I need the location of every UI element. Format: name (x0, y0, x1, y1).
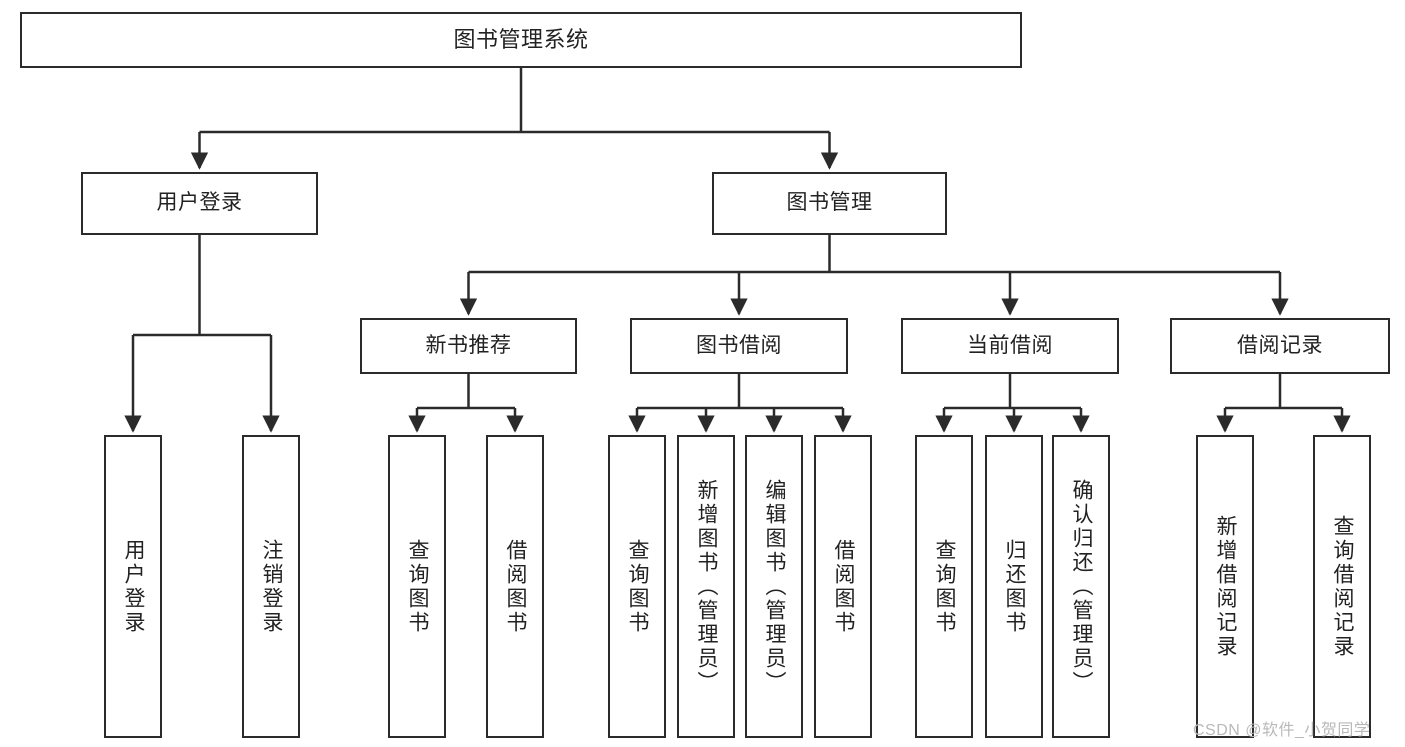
leaf-label: 借阅图书 (504, 538, 528, 635)
node-label: 用户登录 (156, 191, 243, 215)
leaf-leaf-query-record[interactable]: 查询借阅记录 (1313, 435, 1371, 738)
node-label: 借阅记录 (1237, 333, 1323, 357)
node-root[interactable]: 图书管理系统 (20, 12, 1022, 68)
leaf-leaf-query-book-2[interactable]: 查询图书 (608, 435, 666, 738)
leaf-leaf-add-record[interactable]: 新增借阅记录 (1196, 435, 1254, 738)
leaf-leaf-return-book[interactable]: 归还图书 (985, 435, 1043, 738)
leaf-label: 新增借阅记录 (1214, 514, 1238, 659)
leaf-label: 查询图书 (626, 538, 650, 635)
leaf-leaf-query-book-3[interactable]: 查询图书 (915, 435, 973, 738)
leaf-leaf-add-book[interactable]: 新增图书（管理员） (677, 435, 735, 738)
leaf-label: 查询图书 (933, 538, 957, 635)
node-new-book-rec[interactable]: 新书推荐 (360, 318, 577, 374)
node-book-admin[interactable]: 图书管理 (712, 172, 947, 235)
leaf-label: 新增图书（管理员） (695, 478, 719, 695)
node-borrow-record[interactable]: 借阅记录 (1170, 318, 1390, 374)
node-user-login[interactable]: 用户登录 (81, 172, 318, 235)
node-root-label: 图书管理系统 (453, 27, 589, 53)
leaf-label: 用户登录 (122, 538, 146, 635)
leaf-label: 确认归还（管理员） (1070, 478, 1094, 695)
node-label: 图书管理 (786, 191, 873, 215)
node-label: 当前借阅 (967, 333, 1053, 357)
leaf-leaf-user-logout[interactable]: 注销登录 (242, 435, 300, 738)
leaf-leaf-query-book-1[interactable]: 查询图书 (388, 435, 446, 738)
node-current-borrow[interactable]: 当前借阅 (901, 318, 1119, 374)
node-book-borrow[interactable]: 图书借阅 (630, 318, 848, 374)
leaf-leaf-borrow-book-2[interactable]: 借阅图书 (814, 435, 872, 738)
leaf-leaf-edit-book[interactable]: 编辑图书（管理员） (745, 435, 803, 738)
leaf-leaf-confirm-return[interactable]: 确认归还（管理员） (1052, 435, 1110, 738)
node-label: 新书推荐 (425, 333, 512, 357)
leaf-label: 查询借阅记录 (1331, 514, 1355, 659)
leaf-label: 注销登录 (260, 538, 284, 635)
leaf-label: 查询图书 (406, 538, 430, 635)
node-label: 图书借阅 (696, 333, 782, 357)
leaf-label: 借阅图书 (832, 538, 856, 635)
watermark: CSDN @软件_小贺同学 (1193, 722, 1371, 739)
leaf-leaf-user-login[interactable]: 用户登录 (104, 435, 162, 738)
leaf-leaf-borrow-book-1[interactable]: 借阅图书 (486, 435, 544, 738)
leaf-label: 归还图书 (1003, 538, 1027, 635)
leaf-label: 编辑图书（管理员） (763, 478, 787, 695)
